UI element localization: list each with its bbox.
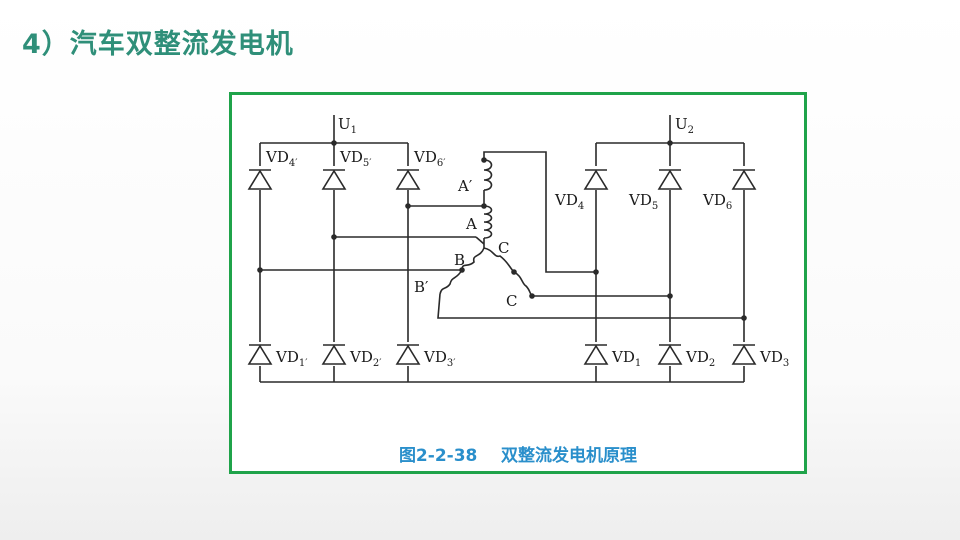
winding-c-label: C [498, 239, 509, 257]
junction-dot [405, 203, 411, 209]
winding-c-coil [483, 247, 515, 273]
junction-dot [331, 234, 337, 240]
diode-vd2p [321, 342, 347, 366]
junction-dot [481, 203, 487, 209]
junction-dot [257, 267, 263, 273]
winding-a-prime-coil [483, 159, 493, 191]
junction-dot [667, 140, 673, 146]
diode-vd1p [247, 342, 273, 366]
winding-b-coil [461, 247, 485, 271]
diode-vd3 [731, 342, 757, 366]
junction-dot [529, 293, 535, 299]
diode-vd6 [731, 166, 757, 190]
diode-vd1 [583, 342, 609, 366]
junction-dot [459, 267, 465, 273]
vd6-label: VD6 [702, 191, 732, 212]
vd2-label: VD2 [685, 348, 715, 369]
vd3p-label: VD3′ [423, 348, 456, 369]
diode-vd4 [583, 166, 609, 190]
junction-dot [511, 269, 517, 275]
diode-vd6p [395, 166, 421, 190]
vd5-label: VD5 [628, 191, 658, 212]
a-prime-lead [483, 151, 596, 273]
winding-a-coil [483, 205, 493, 239]
vd1-label: VD1 [611, 348, 641, 369]
slide-title: 4）汽车双整流发电机 [22, 29, 294, 60]
diode-vd2 [657, 342, 683, 366]
figure-frame: U1 U2 VD4′ VD5′ VD6′ VD1′ VD2′ VD3′ VD4 … [229, 92, 807, 474]
neutral-link [475, 236, 485, 245]
b-prime-lead [437, 293, 744, 319]
junction-dot [481, 157, 487, 163]
vd4p-label: VD4′ [265, 148, 298, 169]
junction-dot [593, 269, 599, 275]
vd1p-label: VD1′ [275, 348, 308, 369]
diode-vd3p [395, 342, 421, 366]
junction-dot [331, 140, 337, 146]
winding-b-prime-coil [439, 269, 463, 295]
junction-dot [667, 293, 673, 299]
figure-caption: 图2-2-38 双整流发电机原理 [398, 446, 638, 466]
winding-a-prime-label: A′ [457, 177, 473, 195]
diode-vd5 [657, 166, 683, 190]
diode-vd5p [321, 166, 347, 190]
vd4-label: VD4 [554, 191, 584, 212]
winding-b-label: B [454, 251, 465, 269]
diode-vd4p [247, 166, 273, 190]
winding-c-prime-label: C [506, 292, 517, 310]
vd2p-label: VD2′ [349, 348, 382, 369]
circuit-diagram: U1 U2 VD4′ VD5′ VD6′ VD1′ VD2′ VD3′ VD4 … [247, 115, 789, 383]
u2-label: U2 [675, 115, 694, 136]
vd5p-label: VD5′ [339, 148, 372, 169]
winding-a-label: A [465, 215, 477, 233]
u1-label: U1 [338, 115, 357, 136]
winding-b-prime-label: B′ [414, 278, 429, 296]
vd3-label: VD3 [759, 348, 789, 369]
vd6p-label: VD6′ [413, 148, 446, 169]
junction-dot [741, 315, 747, 321]
